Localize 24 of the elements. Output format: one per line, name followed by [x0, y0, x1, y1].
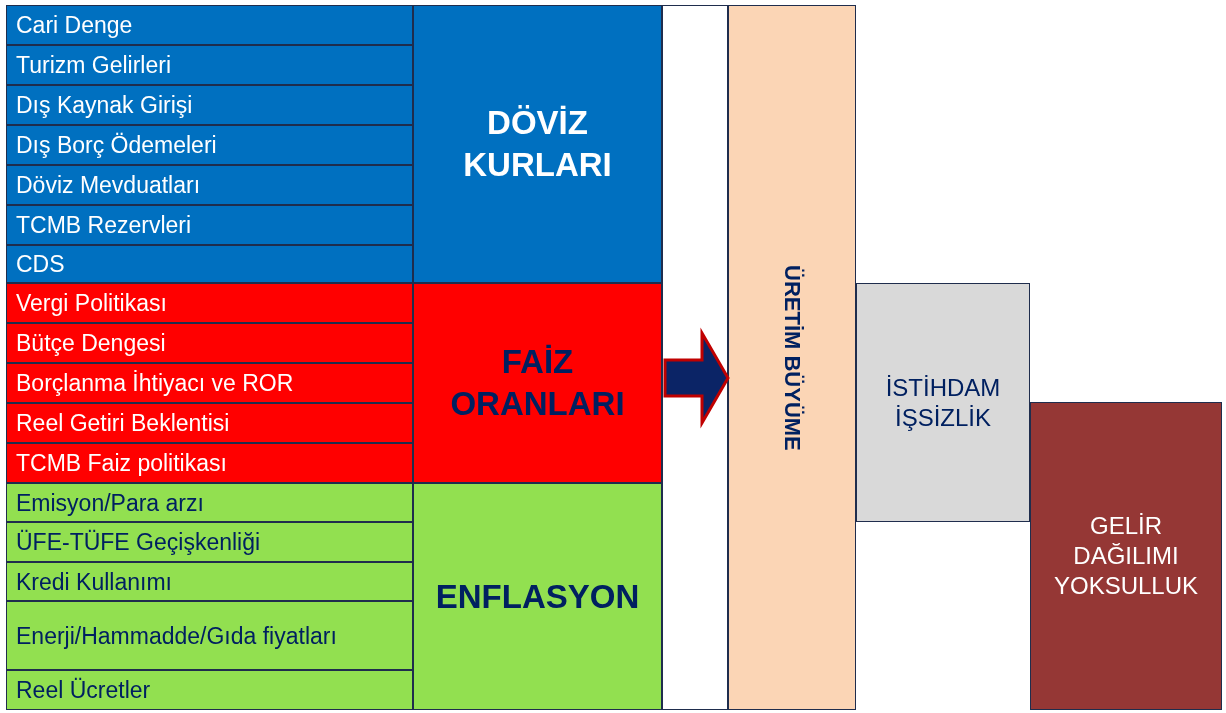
- factor-box: TCMB Faiz politikası: [6, 443, 413, 483]
- factor-box: Dış Kaynak Girişi: [6, 85, 413, 125]
- factor-box: Cari Denge: [6, 5, 413, 45]
- factor-box: Kredi Kullanımı: [6, 562, 413, 601]
- factor-box: TCMB Rezervleri: [6, 205, 413, 245]
- factor-box: Emisyon/Para arzı: [6, 483, 413, 522]
- category-box: ENFLASYON: [413, 483, 662, 710]
- factor-box: Bütçe Dengesi: [6, 323, 413, 363]
- growth-column: ÜRETİM BÜYÜME: [728, 5, 856, 710]
- factor-box: Enerji/Hammadde/Gıda fiyatları: [6, 601, 413, 670]
- factor-box: Reel Ücretler: [6, 670, 413, 710]
- factor-box: Borçlanma İhtiyacı ve ROR: [6, 363, 413, 403]
- category-box: DÖVİZ KURLARI: [413, 5, 662, 283]
- factor-box: Turizm Gelirleri: [6, 45, 413, 85]
- factor-box: Dış Borç Ödemeleri: [6, 125, 413, 165]
- factor-box: Döviz Mevduatları: [6, 165, 413, 205]
- factor-box: ÜFE-TÜFE Geçişkenliği: [6, 522, 413, 562]
- outcome-box: İSTİHDAM İŞSİZLİK: [856, 283, 1030, 522]
- block-arrow: [663, 327, 730, 429]
- factor-box: Vergi Politikası: [6, 283, 413, 323]
- category-box: FAİZ ORANLARI: [413, 283, 662, 483]
- outcome-box: GELİR DAĞILIMI YOKSULLUK: [1030, 402, 1222, 710]
- factor-box: CDS: [6, 245, 413, 283]
- factor-box: Reel Getiri Beklentisi: [6, 403, 413, 443]
